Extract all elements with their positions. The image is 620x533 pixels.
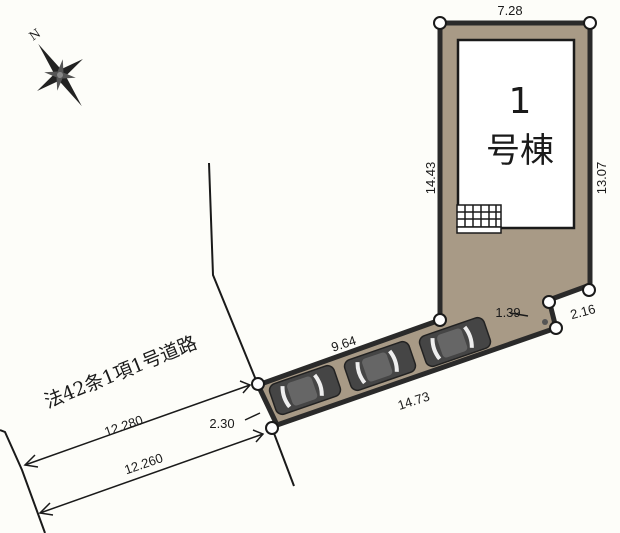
road-boundary-lines: [0, 162, 295, 533]
car-icon: [343, 340, 417, 392]
dim-right: 13.07: [594, 162, 609, 195]
entrance-grid-icon: [456, 204, 502, 234]
compass-north-label: N: [27, 26, 44, 43]
dim-road-upper: 12.280: [102, 412, 144, 439]
car-icon: [268, 364, 342, 416]
dim-road-lower: 12.260: [122, 450, 164, 477]
building-footprint: [456, 38, 576, 230]
dim-driveway-top: 9.64: [329, 333, 358, 355]
dim-top: 7.28: [497, 3, 522, 18]
dim-left: 14.43: [423, 162, 438, 195]
dimension-lines: [23, 312, 529, 516]
dim-frontage: 2.30: [209, 416, 234, 431]
boundary-markers: [251, 16, 597, 435]
marker-dot: [542, 319, 548, 325]
dim-driveway-bottom: 14.73: [396, 389, 432, 413]
dim-notch-small: 1.39: [495, 305, 520, 320]
north-arrow-compass-icon: N: [27, 26, 83, 107]
building-label: 号棟: [486, 131, 554, 171]
dim-notch-side: 2.16: [569, 301, 597, 322]
parking-spaces: [268, 316, 492, 416]
road-label: 法42条1項1号道路: [41, 332, 200, 413]
building-number: 1: [509, 81, 532, 122]
car-icon: [418, 316, 492, 368]
